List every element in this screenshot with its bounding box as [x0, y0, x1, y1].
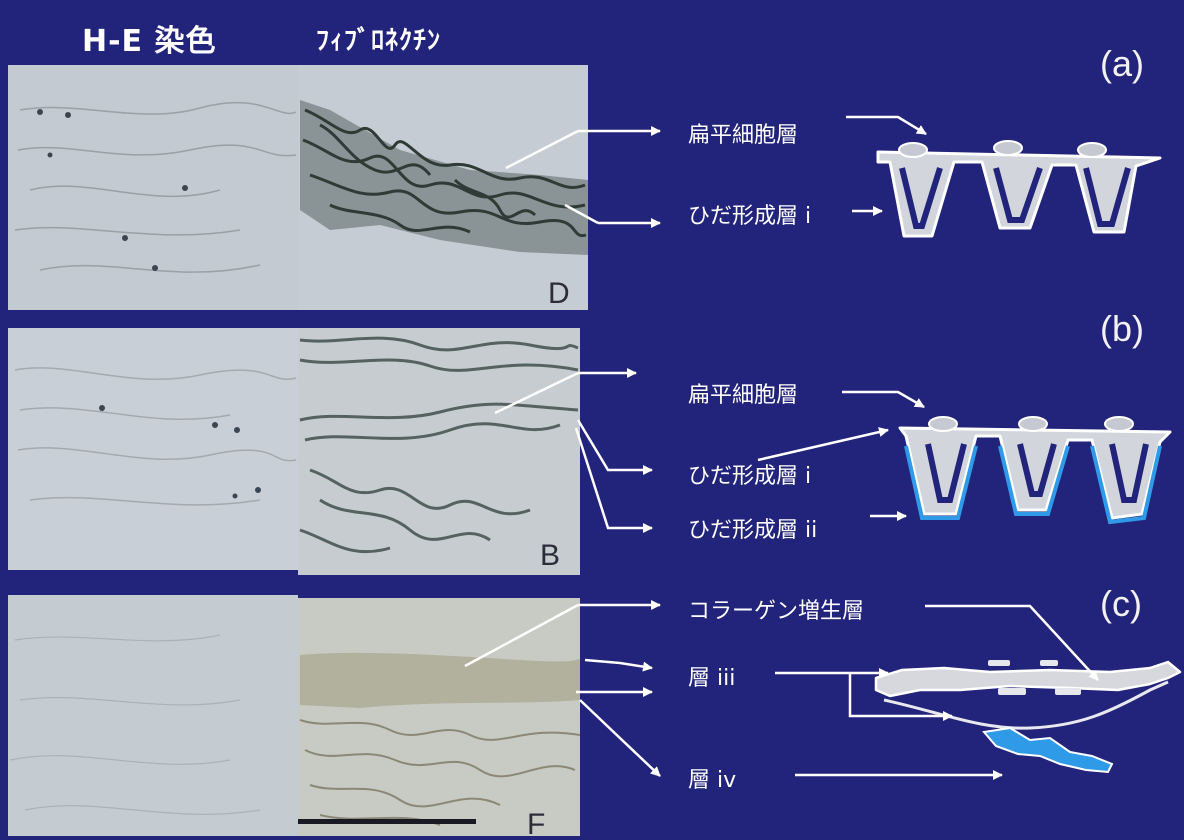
- panel-letter-b: (b): [1100, 308, 1144, 349]
- row-a-photos: D: [8, 65, 588, 310]
- fibronectin-fibers-a: [302, 108, 587, 238]
- scale-bar: [298, 819, 476, 824]
- photo-letter-c: F: [527, 808, 545, 836]
- row-b-photos: B: [8, 328, 580, 575]
- he-photo-a-nuclei: [37, 109, 188, 271]
- he-photo-b: [8, 328, 298, 570]
- fibronectin-stain-a: [300, 100, 588, 255]
- he-photo-b-nuclei: [99, 405, 261, 499]
- fibronectin-stain-c: [300, 652, 580, 708]
- label-a-squamous-layer: 扁平細胞層: [688, 123, 799, 148]
- photo-letter-b: B: [540, 539, 560, 572]
- schematic-a-inner: [899, 167, 1131, 229]
- schematic-b-cells: [928, 416, 1134, 432]
- he-photo-c: [8, 595, 298, 836]
- schematic-c-blue-layer: [982, 726, 1114, 774]
- schematic-a-cells: [898, 140, 1107, 158]
- panel-letter-a: (a): [1100, 43, 1144, 84]
- label-b-fold-layer-i: ひだ形成層 i: [688, 464, 812, 489]
- fibronectin-header: ﾌｨﾌﾞﾛﾈｸﾁﾝ: [316, 26, 442, 56]
- schematic-c: [874, 660, 1182, 774]
- label-b-fold-layer-ii: ひだ形成層 ii: [688, 518, 818, 543]
- row-c-photos: F: [8, 595, 581, 840]
- panel-letter-c: (c): [1100, 583, 1142, 624]
- schematic-c-curve: [883, 680, 1169, 730]
- he-photo-a: [8, 65, 298, 310]
- label-c-layer-iv: 層 iv: [688, 768, 737, 793]
- schematic-a: [876, 140, 1162, 238]
- schematic-c-top: [874, 660, 1182, 698]
- schematic-b-inner: [925, 443, 1149, 503]
- label-a-fold-layer-i: ひだ形成層 i: [688, 204, 812, 229]
- he-photo-b-fibers: [14, 367, 297, 506]
- he-photo-a-fibers: [14, 101, 297, 273]
- photo-letter-a: D: [548, 277, 570, 310]
- schematic-c-cells: [988, 660, 1081, 695]
- schematic-b-shape: [898, 426, 1172, 520]
- label-b-squamous-layer: 扁平細胞層: [688, 383, 799, 408]
- arrows: [464, 115, 1099, 780]
- schematic-b-blue-layer: [904, 445, 1162, 525]
- he-photo-c-fibers: [9, 634, 261, 815]
- fibronectin-fibers-b: [299, 336, 579, 554]
- label-c-layer-iii: 層 iii: [688, 666, 736, 691]
- fibronectin-photo-c: [298, 598, 580, 836]
- he-stain-header: H-E 染色: [82, 24, 217, 59]
- label-c-collagen-layer: コラーゲン増生層: [688, 599, 865, 624]
- schematic-b: [898, 416, 1172, 525]
